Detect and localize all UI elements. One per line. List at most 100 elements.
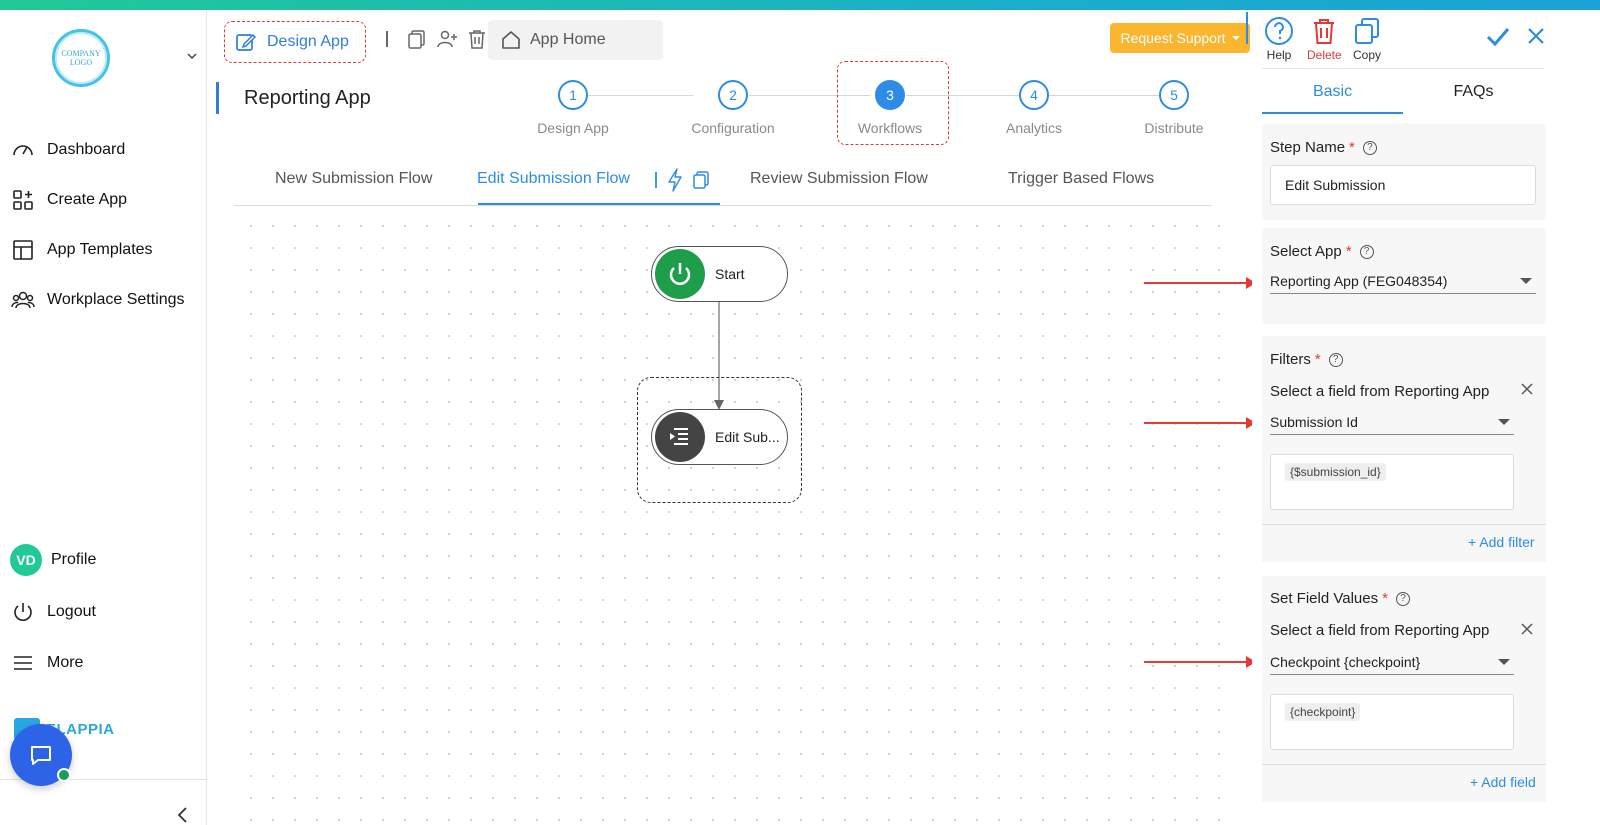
sidebar-item-app-templates[interactable]: App Templates bbox=[11, 238, 153, 262]
tab-faqs[interactable]: FAQs bbox=[1453, 83, 1494, 100]
help-button[interactable]: Help bbox=[1264, 16, 1294, 62]
annotation-arrow bbox=[1144, 417, 1256, 429]
add-field-link[interactable]: + Add field bbox=[1470, 774, 1536, 790]
title-accent-bar bbox=[216, 82, 219, 114]
close-icon[interactable] bbox=[1520, 622, 1534, 636]
set-field-dropdown[interactable]: Checkpoint {checkpoint} bbox=[1270, 649, 1514, 675]
power-icon bbox=[14, 603, 32, 621]
sidebar-item-workplace-settings[interactable]: Workplace Settings bbox=[11, 288, 185, 312]
field-label: Select App bbox=[1270, 243, 1342, 260]
filter-field-dropdown[interactable]: Submission Id bbox=[1270, 409, 1514, 435]
separator-icon bbox=[655, 172, 657, 188]
step-name-input[interactable]: Edit Submission bbox=[1270, 165, 1536, 205]
select-app-dropdown[interactable]: Reporting App (FEG048354) bbox=[1270, 268, 1536, 294]
app-home-tab[interactable]: App Home bbox=[488, 20, 663, 60]
chevron-left-icon[interactable] bbox=[176, 806, 190, 824]
menu-icon bbox=[14, 656, 32, 670]
add-filter-link[interactable]: + Add filter bbox=[1468, 534, 1535, 550]
workflow-canvas[interactable] bbox=[240, 215, 1240, 825]
users-icon bbox=[11, 291, 35, 309]
step-number: 2 bbox=[718, 80, 748, 110]
copy-icon[interactable] bbox=[692, 170, 710, 190]
help-circle-icon[interactable]: ? bbox=[1359, 244, 1374, 259]
required-mark: * bbox=[1349, 139, 1355, 156]
select-app-card: Select App * ? Reporting App (FEG048354) bbox=[1262, 228, 1546, 324]
design-app-button[interactable]: Design App bbox=[224, 21, 366, 63]
variable-chip[interactable]: {$submission_id} bbox=[1285, 463, 1386, 481]
step-label: Distribute bbox=[1144, 120, 1204, 136]
check-icon[interactable] bbox=[1486, 26, 1510, 48]
field-label: Set Field Values bbox=[1270, 590, 1379, 607]
request-support-button[interactable]: Request Support bbox=[1110, 23, 1250, 53]
edit-list-icon bbox=[655, 412, 705, 462]
gauge-icon bbox=[13, 145, 33, 156]
sidebar-item-logout[interactable]: Logout bbox=[11, 600, 96, 624]
add-user-icon[interactable] bbox=[436, 28, 458, 50]
sidebar-item-profile[interactable]: VD Profile bbox=[10, 544, 96, 576]
sidebar-item-create-app[interactable]: Create App bbox=[11, 188, 127, 212]
tab-edit-submission-flow[interactable]: Edit Submission Flow bbox=[477, 170, 630, 187]
copy-icon[interactable] bbox=[406, 28, 428, 50]
panel-accent-bar bbox=[1246, 12, 1248, 44]
sidebar-item-dashboard[interactable]: Dashboard bbox=[11, 138, 125, 162]
request-support-label: Request Support bbox=[1120, 30, 1226, 46]
panel-tabs: Basic FAQs bbox=[1262, 68, 1544, 114]
delete-button[interactable]: Delete bbox=[1307, 16, 1342, 62]
separator-icon bbox=[386, 31, 388, 47]
top-gradient-bar bbox=[0, 0, 1600, 10]
sidebar-item-label: Dashboard bbox=[47, 141, 126, 158]
variable-chip[interactable]: {checkpoint} bbox=[1285, 703, 1361, 721]
help-circle-icon[interactable]: ? bbox=[1395, 591, 1410, 606]
lightning-icon[interactable] bbox=[666, 168, 684, 192]
tab-review-submission-flow[interactable]: Review Submission Flow bbox=[750, 170, 928, 187]
design-app-label: Design App bbox=[267, 33, 349, 50]
step-label: Design App bbox=[537, 120, 609, 136]
online-status-dot bbox=[57, 768, 71, 782]
field-label: Filters bbox=[1270, 351, 1311, 368]
tab-trigger-based-flows[interactable]: Trigger Based Flows bbox=[1008, 170, 1155, 187]
caret-down-icon bbox=[1231, 36, 1240, 40]
flow-connector bbox=[714, 300, 724, 410]
step-name-label: Step Name * ? bbox=[1270, 139, 1377, 156]
template-icon bbox=[13, 240, 33, 260]
sidebar-divider bbox=[0, 779, 207, 780]
company-logo[interactable]: COMPANY LOGO bbox=[52, 29, 110, 87]
active-tab-indicator bbox=[478, 203, 720, 205]
filters-card: Filters * ? Select a field from Reportin… bbox=[1262, 336, 1546, 562]
edit-submission-node[interactable]: Edit Sub... bbox=[651, 409, 788, 465]
start-node[interactable]: Start bbox=[651, 246, 788, 302]
set-field-value-input[interactable]: {checkpoint} bbox=[1270, 694, 1514, 750]
sidebar-item-more[interactable]: More bbox=[11, 651, 83, 675]
step-connector bbox=[588, 95, 693, 96]
panel-actions bbox=[1486, 26, 1546, 48]
close-icon[interactable] bbox=[1526, 26, 1546, 46]
copy-button[interactable]: Copy bbox=[1352, 16, 1382, 62]
sidebar-item-label: More bbox=[47, 654, 84, 671]
help-circle-icon[interactable]: ? bbox=[1328, 352, 1343, 367]
tab-basic[interactable]: Basic bbox=[1312, 83, 1353, 100]
required-mark: * bbox=[1382, 590, 1388, 607]
sidebar-item-label: Logout bbox=[47, 603, 96, 620]
tab-new-submission-flow[interactable]: New Submission Flow bbox=[275, 170, 433, 187]
set-field-values-label: Set Field Values * ? bbox=[1270, 590, 1410, 607]
avatar: VD bbox=[10, 544, 42, 576]
close-icon[interactable] bbox=[1520, 382, 1534, 396]
help-icon bbox=[1265, 17, 1293, 45]
step-connector bbox=[1048, 95, 1170, 96]
chevron-down-icon[interactable] bbox=[186, 50, 198, 62]
help-circle-icon[interactable]: ? bbox=[1362, 140, 1377, 155]
selected-value: Checkpoint {checkpoint} bbox=[1270, 653, 1421, 670]
caret-down-icon bbox=[1498, 418, 1510, 425]
apps-add-icon bbox=[13, 190, 33, 210]
home-icon bbox=[502, 31, 520, 49]
filter-value-input[interactable]: {$submission_id} bbox=[1270, 454, 1514, 510]
filters-label: Filters * ? bbox=[1270, 351, 1343, 368]
trash-icon[interactable] bbox=[466, 28, 488, 50]
step-label: Workflows bbox=[857, 120, 923, 136]
